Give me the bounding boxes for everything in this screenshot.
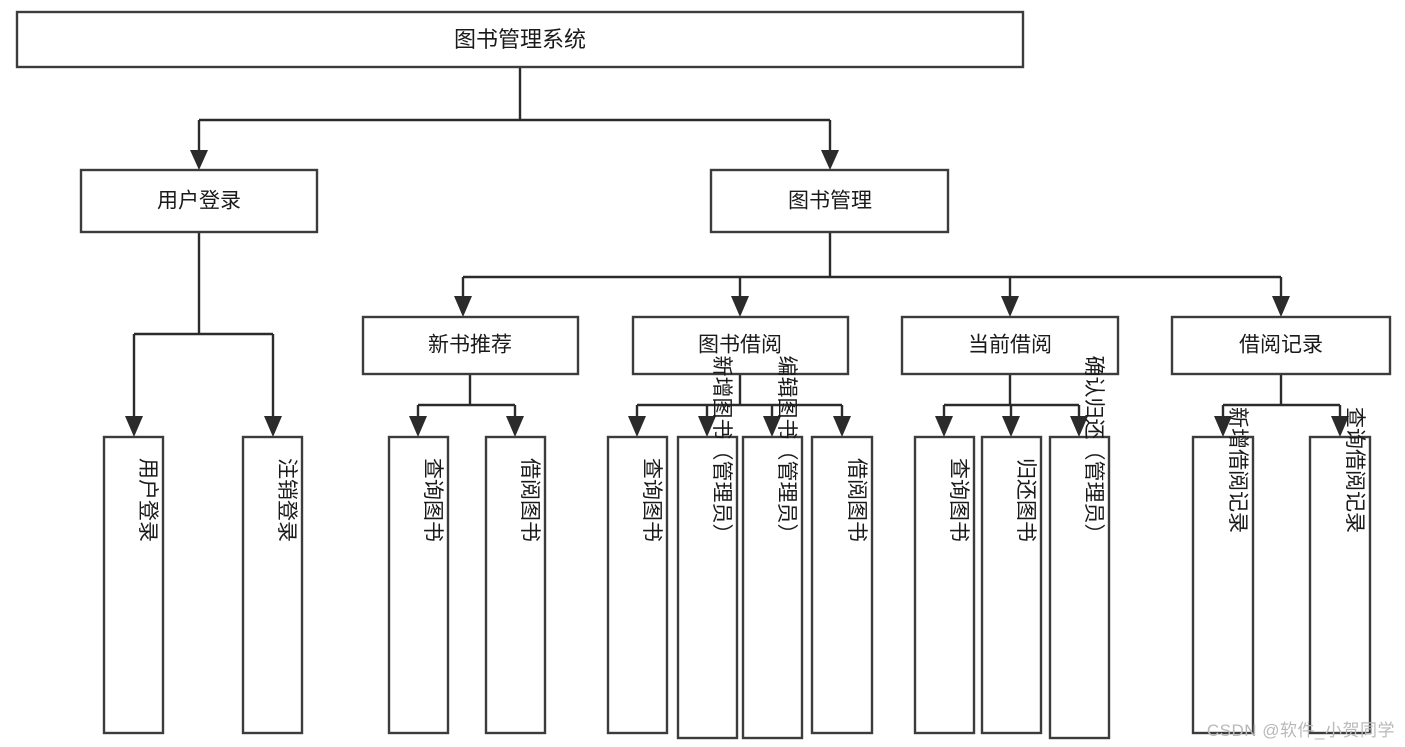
connector-group-book-management	[454, 232, 1290, 317]
node-leaf-add-book-admin-label: 新增图书（管理员）	[710, 356, 733, 545]
arrow-to-leaf-add-borrow-record	[1214, 416, 1232, 437]
node-leaf-query-book-borrow[interactable]: 查询图书	[606, 435, 669, 735]
node-leaf-query-borrow-record-box[interactable]	[1308, 435, 1372, 735]
node-book-management-box[interactable]	[709, 168, 950, 234]
connector-group-borrow-record	[1214, 374, 1349, 437]
node-current-borrow-label: 当前借阅	[968, 334, 1052, 357]
node-leaf-return-book-box[interactable]	[980, 435, 1043, 735]
node-root-label: 图书管理系统	[454, 27, 586, 52]
node-book-management[interactable]: 图书管理	[709, 168, 950, 234]
node-current-borrow[interactable]: 当前借阅	[900, 315, 1120, 376]
node-borrow-record-box[interactable]	[1170, 315, 1392, 376]
node-leaf-return-book[interactable]: 归还图书	[980, 435, 1043, 735]
node-book-borrow-label: 图书借阅	[698, 334, 782, 357]
node-user-login[interactable]: 用户登录	[79, 168, 319, 234]
arrow-to-leaf-query-book-borrow	[628, 416, 646, 437]
connector-group-book-borrow	[628, 374, 851, 437]
arrow-to-leaf-borrow-book-recommend	[506, 416, 524, 437]
node-leaf-query-book-current-label: 查询图书	[947, 458, 970, 542]
node-leaf-query-borrow-record-label: 查询借阅记录	[1343, 407, 1366, 533]
arrow-to-leaf-return-book	[1002, 416, 1020, 437]
node-leaf-user-login-label: 用户登录	[136, 458, 159, 542]
node-book-borrow[interactable]: 图书借阅	[631, 315, 850, 376]
node-leaf-add-borrow-record-label: 新增借阅记录	[1226, 407, 1249, 533]
arrow-to-user-login	[190, 150, 208, 170]
node-leaf-logout-box[interactable]	[241, 435, 304, 735]
node-book-borrow-box[interactable]	[631, 315, 850, 376]
connector-group-root	[190, 67, 839, 170]
node-leaf-edit-book-admin-label: 编辑图书（管理员）	[775, 356, 798, 545]
arrow-to-leaf-user-login	[125, 416, 143, 437]
node-new-book-recommend[interactable]: 新书推荐	[361, 315, 580, 376]
arrow-to-leaf-logout	[264, 416, 282, 437]
node-leaf-confirm-return-admin-label: 确认归还（管理员）	[1082, 356, 1105, 545]
node-leaf-confirm-return-admin[interactable]: 确认归还（管理员）	[1048, 356, 1111, 740]
node-leaf-add-book-admin-box[interactable]	[676, 435, 739, 740]
arrow-to-book-management	[821, 150, 839, 170]
node-leaf-borrow-book-label: 借阅图书	[845, 458, 868, 542]
arrow-to-leaf-borrow-book	[833, 416, 851, 437]
connector-group-current-borrow	[935, 374, 1088, 437]
node-leaf-confirm-return-admin-box[interactable]	[1048, 435, 1111, 740]
node-root-box[interactable]	[15, 10, 1025, 69]
arrow-to-borrow-record	[1272, 296, 1290, 317]
arrow-to-leaf-query-book-current	[935, 416, 953, 437]
node-leaf-user-login-box[interactable]	[102, 435, 165, 735]
node-new-book-recommend-label: 新书推荐	[428, 334, 512, 357]
node-leaf-query-borrow-record[interactable]: 查询借阅记录	[1308, 407, 1372, 735]
node-leaf-edit-book-admin[interactable]: 编辑图书（管理员）	[741, 356, 804, 740]
node-user-login-label: 用户登录	[157, 190, 241, 213]
node-current-borrow-box[interactable]	[900, 315, 1120, 376]
node-leaf-query-book-borrow-box[interactable]	[606, 435, 669, 735]
node-leaf-user-login[interactable]: 用户登录	[102, 435, 165, 735]
arrow-to-leaf-query-borrow-record	[1331, 416, 1349, 437]
node-leaf-query-book-borrow-label: 查询图书	[640, 458, 663, 542]
node-leaf-query-book-recommend[interactable]: 查询图书	[387, 435, 450, 735]
node-leaf-logout-label: 注销登录	[275, 458, 298, 542]
arrow-to-current-borrow	[1001, 296, 1019, 317]
node-leaf-borrow-book-recommend-box[interactable]	[484, 435, 547, 735]
node-leaf-borrow-book-recommend[interactable]: 借阅图书	[484, 435, 547, 735]
node-leaf-add-borrow-record-box[interactable]	[1191, 435, 1255, 735]
node-leaf-query-book-recommend-label: 查询图书	[421, 458, 444, 542]
arrow-to-leaf-edit-book-admin	[763, 416, 781, 437]
connector-group-user-login	[125, 232, 282, 437]
arrow-to-book-borrow	[731, 296, 749, 317]
node-leaf-logout[interactable]: 注销登录	[241, 435, 304, 735]
csdn-watermark: CSDN @软件_小贺同学	[1206, 721, 1395, 740]
node-new-book-recommend-box[interactable]	[361, 315, 580, 376]
node-leaf-borrow-book-box[interactable]	[810, 435, 874, 735]
node-leaf-query-book-current-box[interactable]	[913, 435, 976, 735]
node-user-login-box[interactable]	[79, 168, 319, 234]
arrow-to-leaf-confirm-return-admin	[1070, 416, 1088, 437]
node-leaf-borrow-book[interactable]: 借阅图书	[810, 435, 874, 735]
node-book-management-label: 图书管理	[788, 190, 872, 213]
node-leaf-query-book-current[interactable]: 查询图书	[913, 435, 976, 735]
node-leaf-add-borrow-record[interactable]: 新增借阅记录	[1191, 407, 1255, 735]
node-leaf-borrow-book-recommend-label: 借阅图书	[518, 458, 541, 542]
node-leaf-return-book-label: 归还图书	[1014, 458, 1037, 542]
node-leaf-add-book-admin[interactable]: 新增图书（管理员）	[676, 356, 739, 740]
arrow-to-leaf-query-book-recommend	[409, 416, 427, 437]
node-leaf-edit-book-admin-box[interactable]	[741, 435, 804, 740]
node-root[interactable]: 图书管理系统	[15, 10, 1025, 69]
node-leaf-query-book-recommend-box[interactable]	[387, 435, 450, 735]
node-borrow-record[interactable]: 借阅记录	[1170, 315, 1392, 376]
connector-group-new-book-recommend	[409, 374, 524, 437]
arrow-to-leaf-add-book-admin	[698, 416, 716, 437]
arrow-to-new-book-recommend	[454, 296, 472, 317]
node-borrow-record-label: 借阅记录	[1239, 334, 1323, 357]
